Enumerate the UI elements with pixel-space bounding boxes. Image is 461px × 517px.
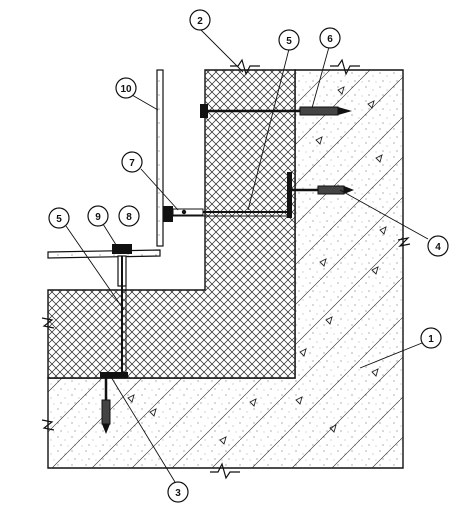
svg-text:1: 1 — [428, 334, 434, 345]
callout-8: 8 — [118, 205, 140, 227]
leader-lines — [56, 28, 429, 483]
upper-support-rail — [163, 172, 354, 222]
svg-text:2: 2 — [197, 16, 203, 27]
svg-text:10: 10 — [120, 84, 132, 95]
svg-text:5: 5 — [286, 36, 292, 47]
callouts: 1 2 3 4 5 5 6 7 — [48, 9, 449, 503]
concrete-wall — [47, 69, 404, 469]
callout-5-lower: 5 — [48, 207, 70, 229]
top-anchor — [200, 104, 352, 118]
svg-text:5: 5 — [56, 214, 62, 225]
callout-5-upper: 5 — [278, 29, 300, 51]
break-lines — [41, 58, 411, 480]
svg-text:7: 7 — [129, 158, 135, 169]
svg-text:3: 3 — [175, 488, 181, 499]
svg-text:6: 6 — [327, 34, 333, 45]
insulation-layer — [47, 69, 296, 379]
callout-7: 7 — [121, 151, 143, 173]
callout-2: 2 — [189, 9, 211, 31]
callout-6: 6 — [319, 27, 341, 49]
cladding-panel-vertical — [156, 69, 164, 247]
callout-1: 1 — [420, 327, 442, 349]
callout-4: 4 — [427, 235, 449, 257]
lower-support-hanger — [100, 244, 132, 434]
callout-9-badge: 9 — [87, 205, 109, 227]
callout-10: 10 — [115, 77, 137, 99]
svg-text:8: 8 — [126, 212, 132, 223]
callout-9-label: 9 — [95, 212, 101, 223]
svg-text:4: 4 — [435, 242, 441, 253]
callout-3: 3 — [167, 481, 189, 503]
